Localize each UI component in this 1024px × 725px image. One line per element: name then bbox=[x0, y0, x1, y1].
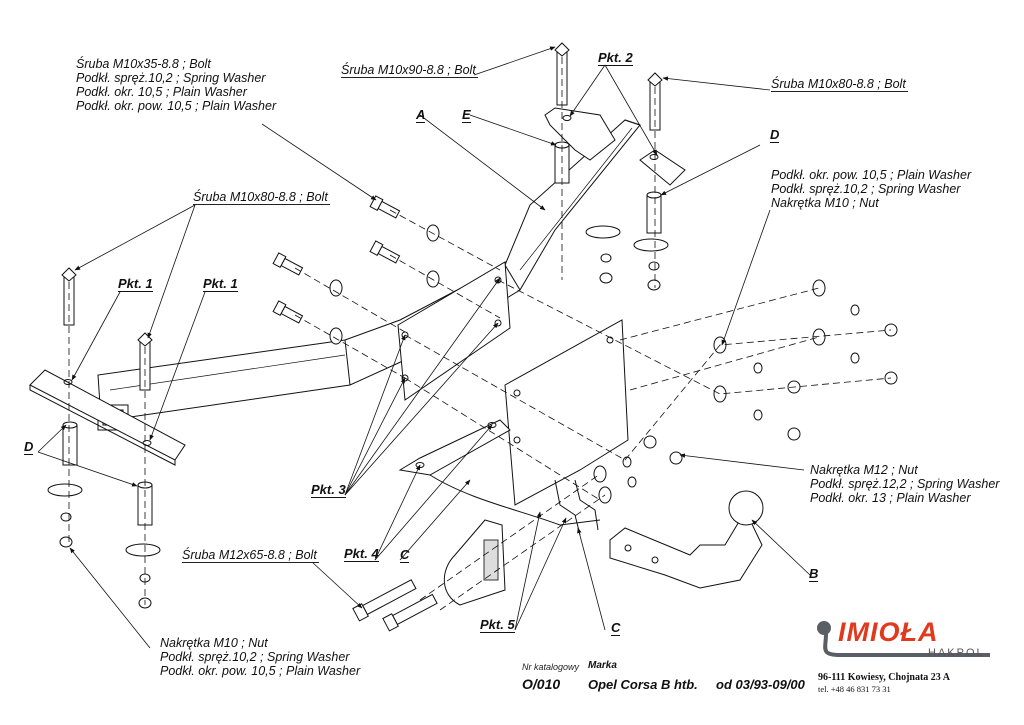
socket-plate bbox=[443, 519, 506, 606]
leader-lines bbox=[37, 46, 811, 649]
label-nut-m12: Nakrętka M12 ; Nut bbox=[810, 463, 918, 477]
company-logo-subtitle: HAKPOL bbox=[928, 647, 985, 659]
company-logo-text: IMIOŁA bbox=[838, 617, 939, 647]
tag-part-D-left: D bbox=[24, 439, 34, 455]
label-nut-m10: Nakrętka M10 ; Nut bbox=[160, 636, 268, 650]
tag-part-C-left: C bbox=[400, 547, 410, 563]
tag-part-B: B bbox=[809, 566, 819, 582]
label-plain-washer: Podkł. okr. 13 ; Plain Washer bbox=[810, 491, 971, 505]
label-bolt-m12x65: Śruba M12x65-8.8 ; Bolt bbox=[182, 548, 319, 563]
washers-and-nuts bbox=[47, 224, 898, 609]
tow-ball-B bbox=[609, 490, 764, 589]
tag-part-C-right: C bbox=[611, 620, 621, 636]
callout-nut-group-right: Podkł. okr. pow. 10,5 ; Plain Washer Pod… bbox=[771, 168, 971, 210]
catalog-number: O/010 bbox=[522, 676, 561, 692]
label-bolt-m10x80-left: Śruba M10x80-8.8 ; Bolt bbox=[193, 190, 330, 205]
production-years: od 03/93-09/00 bbox=[716, 677, 805, 692]
callout-nut-m12-group: Nakrętka M12 ; Nut Podkł. spręż.12,2 ; S… bbox=[810, 463, 999, 505]
assembly-axes bbox=[68, 57, 892, 611]
label-nut-m10: Nakrętka M10 ; Nut bbox=[771, 196, 879, 210]
tag-part-E: E bbox=[462, 107, 471, 123]
company-address: 96-111 Kowiesy, Chojnata 23 A bbox=[818, 672, 950, 683]
label-spring-washer: Podkł. spręż.10,2 ; Spring Washer bbox=[160, 650, 350, 664]
callout-bolt-m10x35-group: Śruba M10x35-8.8 ; Bolt Podkł. spręż.10,… bbox=[76, 57, 276, 113]
tag-pkt1-b: Pkt. 1 bbox=[203, 276, 238, 292]
label-large-plain-washer: Podkł. okr. pow. 10,5 ; Plain Washer bbox=[160, 664, 361, 678]
tag-part-A: A bbox=[416, 107, 426, 123]
lower-frame-C bbox=[398, 419, 601, 536]
callout-nut-group-left: Nakrętka M10 ; Nut Podkł. spręż.10,2 ; S… bbox=[160, 636, 360, 678]
label-spring-washer: Podkł. spręż.10,2 ; Spring Washer bbox=[771, 182, 961, 196]
tag-part-D-right: D bbox=[770, 127, 780, 143]
label-large-plain-washer: Podkł. okr. pow. 10,5 ; Plain Washer bbox=[76, 99, 277, 113]
side-plate-right bbox=[504, 319, 629, 506]
label-bolt-m10x90: Śruba M10x90-8.8 ; Bolt bbox=[341, 63, 478, 78]
imiola-logo-mark bbox=[817, 621, 990, 657]
label-large-plain-washer: Podkł. okr. pow. 10,5 ; Plain Washer bbox=[771, 168, 972, 182]
label-bolt-m10x80-right: Śruba M10x80-8.8 ; Bolt bbox=[771, 77, 908, 92]
tag-pkt3: Pkt. 3 bbox=[311, 482, 346, 498]
label-bolt-m10x35: Śruba M10x35-8.8 ; Bolt bbox=[76, 57, 211, 71]
right-mounting-brackets bbox=[544, 107, 686, 186]
tag-pkt4: Pkt. 4 bbox=[344, 546, 379, 562]
label-plain-washer: Podkł. okr. 10,5 ; Plain Washer bbox=[76, 85, 247, 99]
catalog-number-label: Nr katalogowy bbox=[522, 662, 580, 672]
tag-pkt5: Pkt. 5 bbox=[480, 617, 515, 633]
side-plate-left bbox=[397, 261, 511, 401]
label-spring-washer: Podkł. spręż.12,2 ; Spring Washer bbox=[810, 477, 1000, 491]
tag-pkt2: Pkt. 2 bbox=[598, 50, 633, 66]
company-phone: tel. +48 46 831 73 31 bbox=[818, 684, 891, 694]
tag-pkt1-a: Pkt. 1 bbox=[118, 276, 153, 292]
vehicle-model: Opel Corsa B htb. bbox=[588, 677, 698, 692]
label-spring-washer: Podkł. spręż.10,2 ; Spring Washer bbox=[76, 71, 266, 85]
brand-label: Marka bbox=[588, 660, 617, 671]
